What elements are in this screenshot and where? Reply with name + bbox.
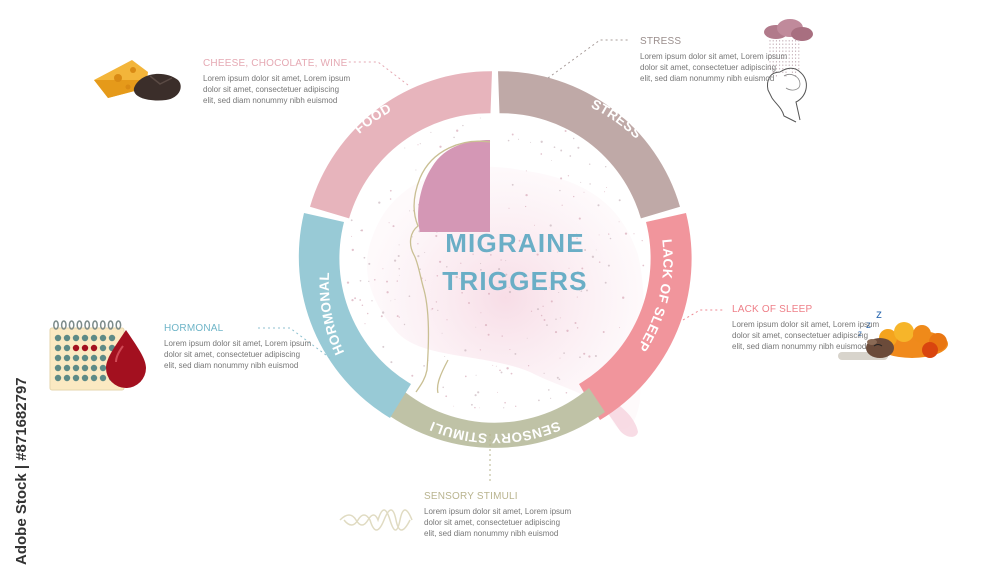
callout-title-stress: STRESS [640, 36, 682, 47]
segment-stress [498, 71, 680, 219]
title-line-2: TRIGGERS [442, 266, 587, 296]
callout-body-lack-of-sleep: Lorem ipsum dolor sit amet, Lorem ipsum … [732, 320, 880, 351]
callout-hormonal: HORMONAL Lorem ipsum dolor sit amet, Lor… [164, 322, 314, 371]
connector-food [348, 61, 409, 86]
callout-body-sensory-stimuli: Lorem ipsum dolor sit amet, Lorem ipsum … [424, 507, 572, 538]
watermark-text: Adobe Stock | #871682797 [13, 377, 30, 565]
callout-title-food: CHEESE, CHOCOLATE, WINE [203, 58, 348, 69]
callout-title-hormonal: HORMONAL [164, 323, 224, 334]
callout-food: CHEESE, CHOCOLATE, WINE Lorem ipsum dolo… [203, 57, 353, 106]
sound-wave-icon [339, 509, 413, 531]
head-raincloud-icon [764, 19, 813, 123]
callout-lack-of-sleep: LACK OF SLEEP Lorem ipsum dolor sit amet… [732, 303, 882, 352]
callout-sensory-stimuli: SENSORY STIMULI Lorem ipsum dolor sit am… [424, 490, 574, 539]
speckle-texture [346, 117, 645, 409]
connector-stress [547, 39, 628, 79]
stock-watermark: Adobe Stock | #871682797 [13, 377, 30, 565]
watercolor-wash [366, 166, 644, 430]
connector-hormonal [258, 327, 331, 359]
cheese-chocolate-icon [94, 60, 181, 101]
callout-body-hormonal: Lorem ipsum dolor sit amet, Lorem ipsum … [164, 339, 312, 370]
brain-icon [418, 140, 490, 232]
callout-body-food: Lorem ipsum dolor sit amet, Lorem ipsum … [203, 74, 351, 105]
svg-text:z: z [866, 320, 871, 331]
callout-body-stress: Lorem ipsum dolor sit amet, Lorem ipsum … [640, 52, 788, 83]
title-line-1: MIGRAINE [445, 228, 585, 258]
svg-text:z: z [876, 307, 882, 321]
connector-sleep [682, 309, 725, 321]
segment-hormonal [298, 213, 411, 418]
callout-title-sensory-stimuli: SENSORY STIMULI [424, 491, 518, 502]
callout-stress: STRESS Lorem ipsum dolor sit amet, Lorem… [640, 35, 790, 84]
svg-text:z: z [858, 329, 862, 338]
segment-sensory-stimuli [384, 388, 605, 448]
segment-food [310, 71, 492, 219]
callout-title-lack-of-sleep: LACK OF SLEEP [732, 304, 813, 315]
sleeping-sheep-moon-icon: z z z [838, 302, 948, 360]
segment-lack-of-sleep [579, 213, 692, 420]
calendar-blood-drop-icon [49, 320, 146, 391]
head-profile-outline [409, 140, 491, 394]
